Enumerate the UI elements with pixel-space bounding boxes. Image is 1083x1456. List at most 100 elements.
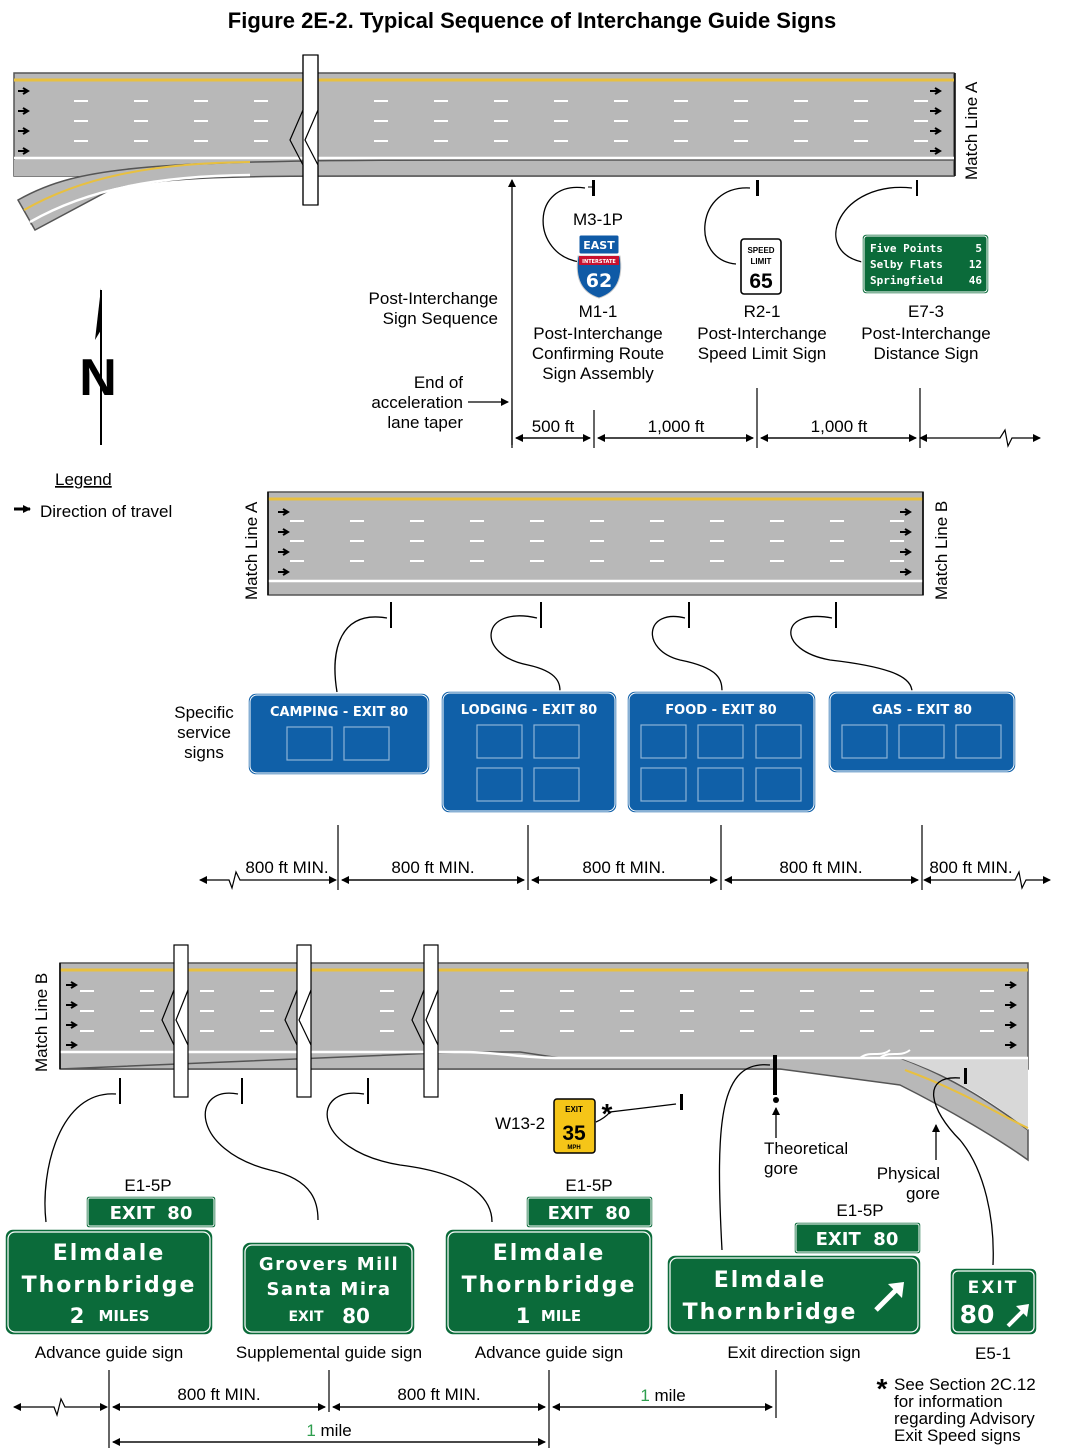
- svg-text:65: 65: [749, 270, 773, 293]
- travel-arrow-icon: [930, 147, 942, 155]
- svg-text:See Section 2C.12: See Section 2C.12: [894, 1375, 1036, 1394]
- plaque-code-3: E1-5P: [836, 1201, 883, 1220]
- travel-arrow-icon: [278, 548, 290, 556]
- dim-1000-b: 1,000 ft: [811, 417, 868, 436]
- travel-arrow-icon: [66, 1041, 78, 1049]
- section-1-roadway: [13, 54, 955, 232]
- food-sign: FOOD - EXIT 80: [626, 690, 817, 814]
- match-line-b-label: Match Line B: [932, 501, 951, 600]
- travel-arrow-icon: [1005, 1001, 1017, 1009]
- physical-gore-label: Physical gore: [877, 1164, 940, 1203]
- caption-exit-direction: Exit direction sign: [727, 1343, 860, 1362]
- svg-text:EAST: EAST: [583, 239, 615, 252]
- svg-text:Thornbridge: Thornbridge: [462, 1273, 637, 1298]
- svg-text:gore: gore: [906, 1184, 940, 1203]
- svg-text:Grovers Mill: Grovers Mill: [259, 1254, 399, 1275]
- svg-text:EXIT: EXIT: [968, 1278, 1019, 1298]
- svg-text:Theoretical: Theoretical: [764, 1139, 848, 1158]
- svg-text:46: 46: [969, 274, 983, 287]
- footnote: See Section 2C.12 for information regard…: [894, 1375, 1036, 1445]
- svg-text:Selby Flats: Selby Flats: [870, 258, 943, 271]
- e7-label: E7-3 Post-Interchange Distance Sign: [861, 302, 990, 363]
- svg-text:EXIT 80: EXIT 80: [110, 1203, 193, 1224]
- travel-arrow-icon: [900, 568, 912, 576]
- svg-text:35: 35: [562, 1122, 586, 1145]
- travel-arrow-icon: [18, 127, 30, 135]
- dim-800-4: 800 ft MIN.: [779, 858, 862, 877]
- svg-text:gore: gore: [764, 1159, 798, 1178]
- dim-1-mile-short: 1 mile: [640, 1386, 685, 1405]
- svg-text:MILES: MILES: [98, 1307, 149, 1325]
- section-2-sign-posts: [334, 602, 913, 693]
- svg-text:CAMPING - EXIT 80: CAMPING - EXIT 80: [270, 705, 408, 720]
- cardinal-direction-sign: EAST: [578, 234, 620, 255]
- plaque-code-1: E1-5P: [124, 1176, 171, 1195]
- camping-sign: CAMPING - EXIT 80: [247, 692, 431, 776]
- travel-arrow-icon: [930, 107, 942, 115]
- travel-arrow-icon: [900, 528, 912, 536]
- svg-text:Elmdale: Elmdale: [493, 1241, 606, 1266]
- dim-800-6: 800 ft MIN.: [177, 1385, 260, 1404]
- svg-text:EXIT: EXIT: [565, 1105, 583, 1114]
- svg-text:for information: for information: [894, 1392, 1003, 1411]
- caption-supplemental: Supplemental guide sign: [236, 1343, 422, 1362]
- svg-text:INTERSTATE: INTERSTATE: [582, 259, 616, 265]
- dim-800-2: 800 ft MIN.: [391, 858, 474, 877]
- dim-800-1: 800 ft MIN.: [245, 858, 328, 877]
- svg-text:M1-1: M1-1: [579, 302, 618, 321]
- svg-text:End of: End of: [414, 373, 463, 392]
- exit-plaque-3: EXIT 80: [793, 1221, 922, 1255]
- m1-label: M1-1 Post-Interchange Confirming Route S…: [532, 302, 664, 383]
- travel-arrow-icon: [900, 548, 912, 556]
- dim-1-mile-long: 1 mile: [306, 1421, 351, 1440]
- section-1-sign-posts: [542, 180, 918, 265]
- svg-text:Speed Limit Sign: Speed Limit Sign: [698, 344, 827, 363]
- up-right-arrow-icon: [874, 1282, 904, 1312]
- svg-text:EXIT 80: EXIT 80: [548, 1203, 631, 1224]
- svg-text:signs: signs: [184, 743, 224, 762]
- dim-1000-a: 1,000 ft: [648, 417, 705, 436]
- svg-text:Specific: Specific: [174, 703, 234, 722]
- svg-text:LIMIT: LIMIT: [751, 257, 772, 266]
- exit-plaque-1: EXIT 80: [85, 1195, 217, 1229]
- m3-code: M3-1P: [573, 210, 623, 229]
- svg-text:Five Points: Five Points: [870, 242, 943, 255]
- svg-text:service: service: [177, 723, 231, 742]
- gas-sign: GAS - EXIT 80: [827, 690, 1017, 774]
- svg-text:EXIT 80: EXIT 80: [816, 1229, 899, 1250]
- post-sequence-label: Post-Interchange Sign Sequence: [369, 289, 498, 328]
- section-3-breaks: [161, 944, 439, 1098]
- plaque-code-2: E1-5P: [565, 1176, 612, 1195]
- lodging-sign: LODGING - EXIT 80: [440, 690, 618, 814]
- svg-text:R2-1: R2-1: [744, 302, 781, 321]
- caption-advance-2: Advance guide sign: [35, 1343, 183, 1362]
- travel-arrow-icon: [930, 127, 942, 135]
- svg-text:80: 80: [342, 1304, 370, 1328]
- footnote-asterisk: *: [602, 1098, 613, 1129]
- svg-text:EXIT: EXIT: [288, 1309, 324, 1325]
- travel-arrow-icon: [66, 1001, 78, 1009]
- svg-text:FOOD - EXIT 80: FOOD - EXIT 80: [665, 703, 776, 718]
- svg-text:Thornbridge: Thornbridge: [683, 1300, 858, 1325]
- w13-code: W13-2: [495, 1114, 545, 1133]
- section-3-roadway: [59, 962, 1029, 1162]
- svg-text:LODGING - EXIT 80: LODGING - EXIT 80: [461, 703, 597, 718]
- caption-advance-1: Advance guide sign: [475, 1343, 623, 1362]
- svg-text:12: 12: [969, 258, 982, 271]
- svg-text:Post-Interchange: Post-Interchange: [533, 324, 662, 343]
- svg-text:Exit Speed signs: Exit Speed signs: [894, 1426, 1021, 1445]
- travel-arrow-icon: [1005, 1041, 1017, 1049]
- north-letter: N: [79, 349, 117, 407]
- advance-guide-sign-2-miles: Elmdale Thornbridge 2 MILES: [4, 1228, 214, 1336]
- advisory-exit-speed-sign: EXIT 35 MPH: [553, 1098, 596, 1154]
- legend-heading: Legend: [55, 470, 112, 489]
- dim-500: 500 ft: [532, 417, 575, 436]
- svg-text:SPEED: SPEED: [747, 246, 774, 255]
- travel-arrow-icon: [278, 508, 290, 516]
- travel-arrow-icon: [18, 147, 30, 155]
- travel-arrow-icon: [930, 87, 942, 95]
- travel-arrow-icon: [278, 568, 290, 576]
- travel-arrow-icon: [18, 87, 30, 95]
- match-line-a-label-2: Match Line A: [242, 501, 261, 600]
